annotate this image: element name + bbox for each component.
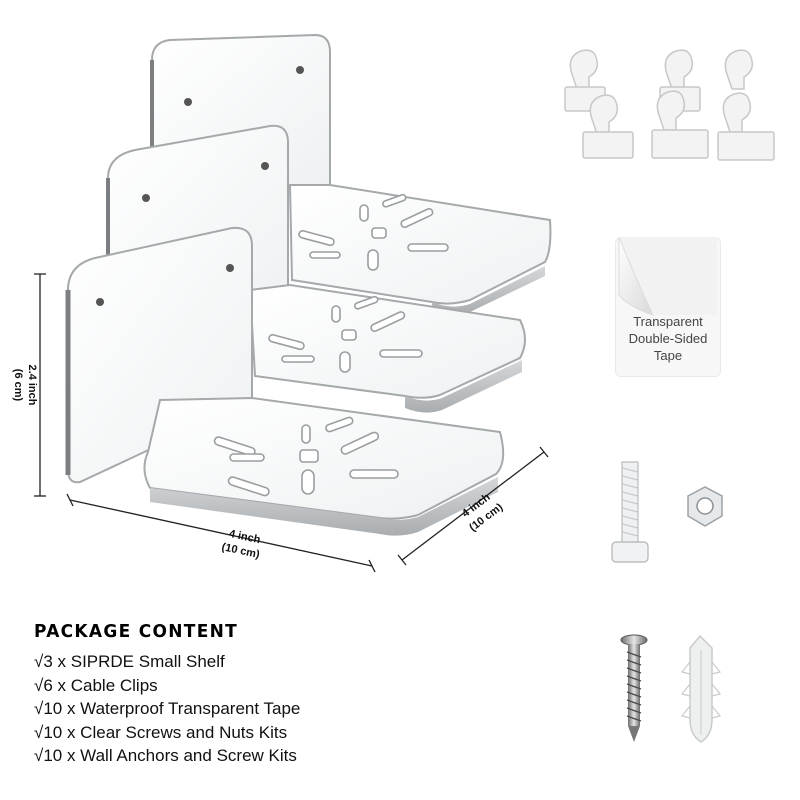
tape-label-line-1: Transparent [633, 314, 703, 329]
height-label: 2.4 inch [26, 365, 38, 406]
package-list: √3 x SIPRDE Small Shelf √6 x Cable Clips… [34, 650, 454, 768]
list-item: √10 x Wall Anchors and Screw Kits [34, 746, 297, 765]
tape-icon [618, 237, 717, 316]
cable-clip-icon [564, 49, 775, 161]
depth-dimension [397, 446, 549, 566]
tape-card: Transparent Double-Sided Tape [615, 237, 721, 377]
shelf-front [65, 226, 505, 536]
package-content: PACKAGE CONTENT √3 x SIPRDE Small Shelf … [34, 622, 454, 768]
package-title: PACKAGE CONTENT [34, 621, 239, 643]
wall-anchor-icon [680, 634, 722, 743]
machine-screw-icon [611, 461, 649, 563]
tape-label-line-2: Double-Sided [628, 331, 708, 346]
hex-nut-icon [687, 486, 723, 527]
tape-label: Transparent Double-Sided Tape [615, 313, 721, 364]
tape-label-line-3: Tape [653, 348, 683, 363]
list-item: √10 x Clear Screws and Nuts Kits [34, 722, 288, 742]
list-item: √6 x Cable Clips [34, 675, 158, 695]
list-item: √10 x Waterproof Transparent Tape [34, 699, 301, 718]
height-metric-label: (6 cm) [12, 369, 24, 402]
list-item: √3 x SIPRDE Small Shelf [34, 652, 225, 671]
wood-screw-icon [620, 634, 648, 742]
width-dimension [66, 493, 376, 573]
height-dimension [34, 273, 46, 497]
